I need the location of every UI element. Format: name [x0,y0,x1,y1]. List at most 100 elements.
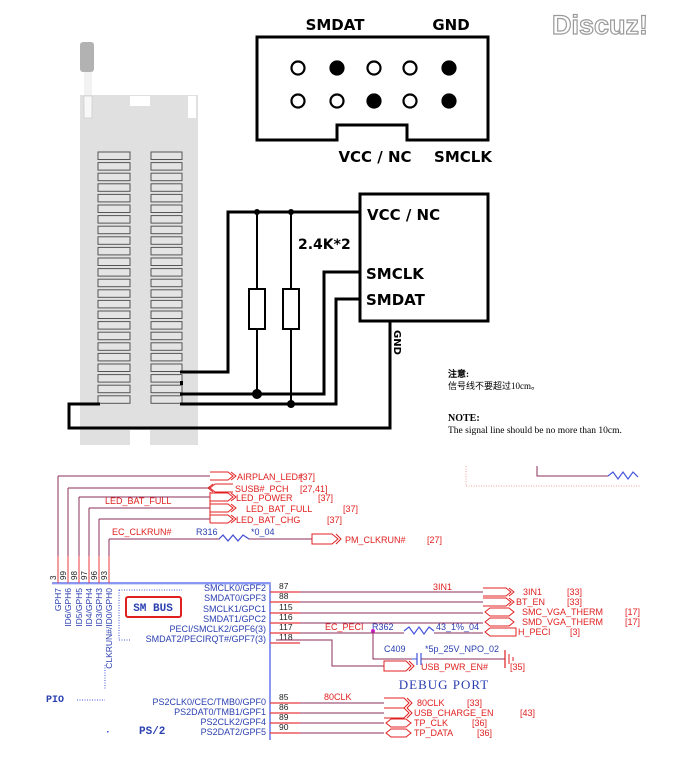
net-ref: [36] [477,728,492,738]
net-ref: [43] [520,708,535,718]
ground-symbol [504,650,514,668]
net-port [483,597,515,607]
pin-marker [180,381,183,385]
pin-name: PS2CLK0/CEC/TMB0/GPF0 [152,697,266,707]
socket-pin [150,331,183,341]
socket-pin [97,352,131,362]
smbus-net-list: 3IN1[33]BT_EN[33]SMC_VGA_THERM[17]SMD_VG… [483,587,640,637]
socket-lever-arm [84,72,92,96]
connector-pin-used [441,60,457,76]
pin-name: ID5/GPH5 [74,588,84,627]
socket-pin [150,321,183,330]
socket-pin [150,395,183,404]
connector-label-smclk: SMCLK [434,148,493,166]
top-net-wires [57,475,211,583]
connector-pins [290,60,457,109]
net-port [207,483,233,493]
net-ref-usb-pwr-en: [35] [510,662,525,672]
pin-name: SMDAT0/GPF3 [204,593,266,603]
net-port [484,607,515,617]
socket-pin [97,268,131,277]
socket-lever-slot [83,95,93,119]
connector-pin-unused [366,60,382,76]
socket-pin [97,215,131,224]
socket-pin [97,162,131,171]
net-ref: [3] [570,627,580,637]
capacitor-c409-label: C409 [384,644,406,654]
net-label: H_PECI [518,627,551,637]
net-port [210,492,237,502]
socket-pin [97,257,131,266]
net-port [210,514,237,524]
socket-pin [150,172,183,182]
net-label-usb-pwr-en: USB_PWR_EN# [421,662,488,672]
connector-pin-used [329,60,345,76]
pin-number: 88 [279,591,289,601]
pin-number: 90 [279,722,289,732]
wiring-diagram: VCC / NC SMCLK SMDAT GND 2.4K*2 [67,192,490,430]
net-label-ec-peci: EC_PECI [325,622,364,632]
pin-name: ID6/GPH6 [63,588,73,627]
wire-smdat [180,297,360,406]
wire-label-3in1: 3IN1 [433,582,452,592]
socket-pin [150,342,183,351]
wire-usb-pwr-en [276,639,384,667]
socket-pin [97,246,131,256]
pin-number: 3 [49,575,58,580]
socket-pin [150,193,183,203]
net-port [385,728,412,738]
pin-name: GPH7 [53,588,63,611]
connector-header: SMDAT GND VCC / NC SMCLK [255,16,493,166]
socket-notch-top [130,96,150,106]
pin-number: 116 [279,612,293,622]
resistor-r362-value: 43_1%_04 [436,622,479,632]
wire-smclk [180,270,360,396]
resistor-r316-value: *0_04 [251,527,275,537]
box-label-smclk: SMCLK [366,265,425,283]
socket-pin [97,172,131,182]
watermark-logo: Discuz! [552,10,648,40]
socket-pin [150,268,183,277]
net-label: TP_CLK [414,718,448,728]
wire-c409 [372,631,412,660]
device-box [358,192,490,323]
pin-name: PS2DAT0/TMB1/GPF1 [174,707,266,717]
net-label-pm-clkrun: PM_CLKRUN# [345,535,406,545]
net-ref: [33] [567,597,582,607]
resistor-r316-label: R316 [196,527,218,537]
socket-pin [150,310,183,319]
net-port [483,587,515,597]
net-label-ec-clkrun: EC_CLKRUN# [112,527,172,537]
socket-pin [150,236,183,245]
pin-name: ID4/GPH4 [84,588,94,627]
net-label: TP_DATA [414,728,453,738]
debug-port-label: DEBUG PORT [399,677,489,692]
note-en-title: NOTE: [448,413,480,424]
net-ref: [37] [343,504,358,514]
socket-notch-bottom [130,430,150,445]
net-port [210,503,237,513]
connector-label-vcc: VCC / NC [338,148,411,166]
socket-slot-right [188,96,196,118]
capacitor-c409-value: *5p_25V_NPO_02 [425,644,499,654]
fragment-wire [536,466,608,477]
pin-number: 117 [279,622,293,632]
dot-marker [107,731,109,733]
port-pm-clkrun [311,533,342,545]
socket-pin [150,352,183,362]
net-label: SMC_VGA_THERM [522,607,603,617]
resistor-r362-label: R362 [372,622,394,632]
pin-number: 93 [100,571,109,580]
fragment-dotted-border [465,466,640,487]
pin-name: SMCLK1/GPC1 [203,604,266,614]
pin-number: 99 [59,571,68,580]
connector-pin-unused [402,60,418,76]
connector-label-gnd: GND [432,16,469,34]
socket-pin [97,321,131,330]
connector-pin-used [441,93,457,109]
socket-pin [97,374,131,383]
net-label: AIRPLAN_LED# [237,472,303,482]
